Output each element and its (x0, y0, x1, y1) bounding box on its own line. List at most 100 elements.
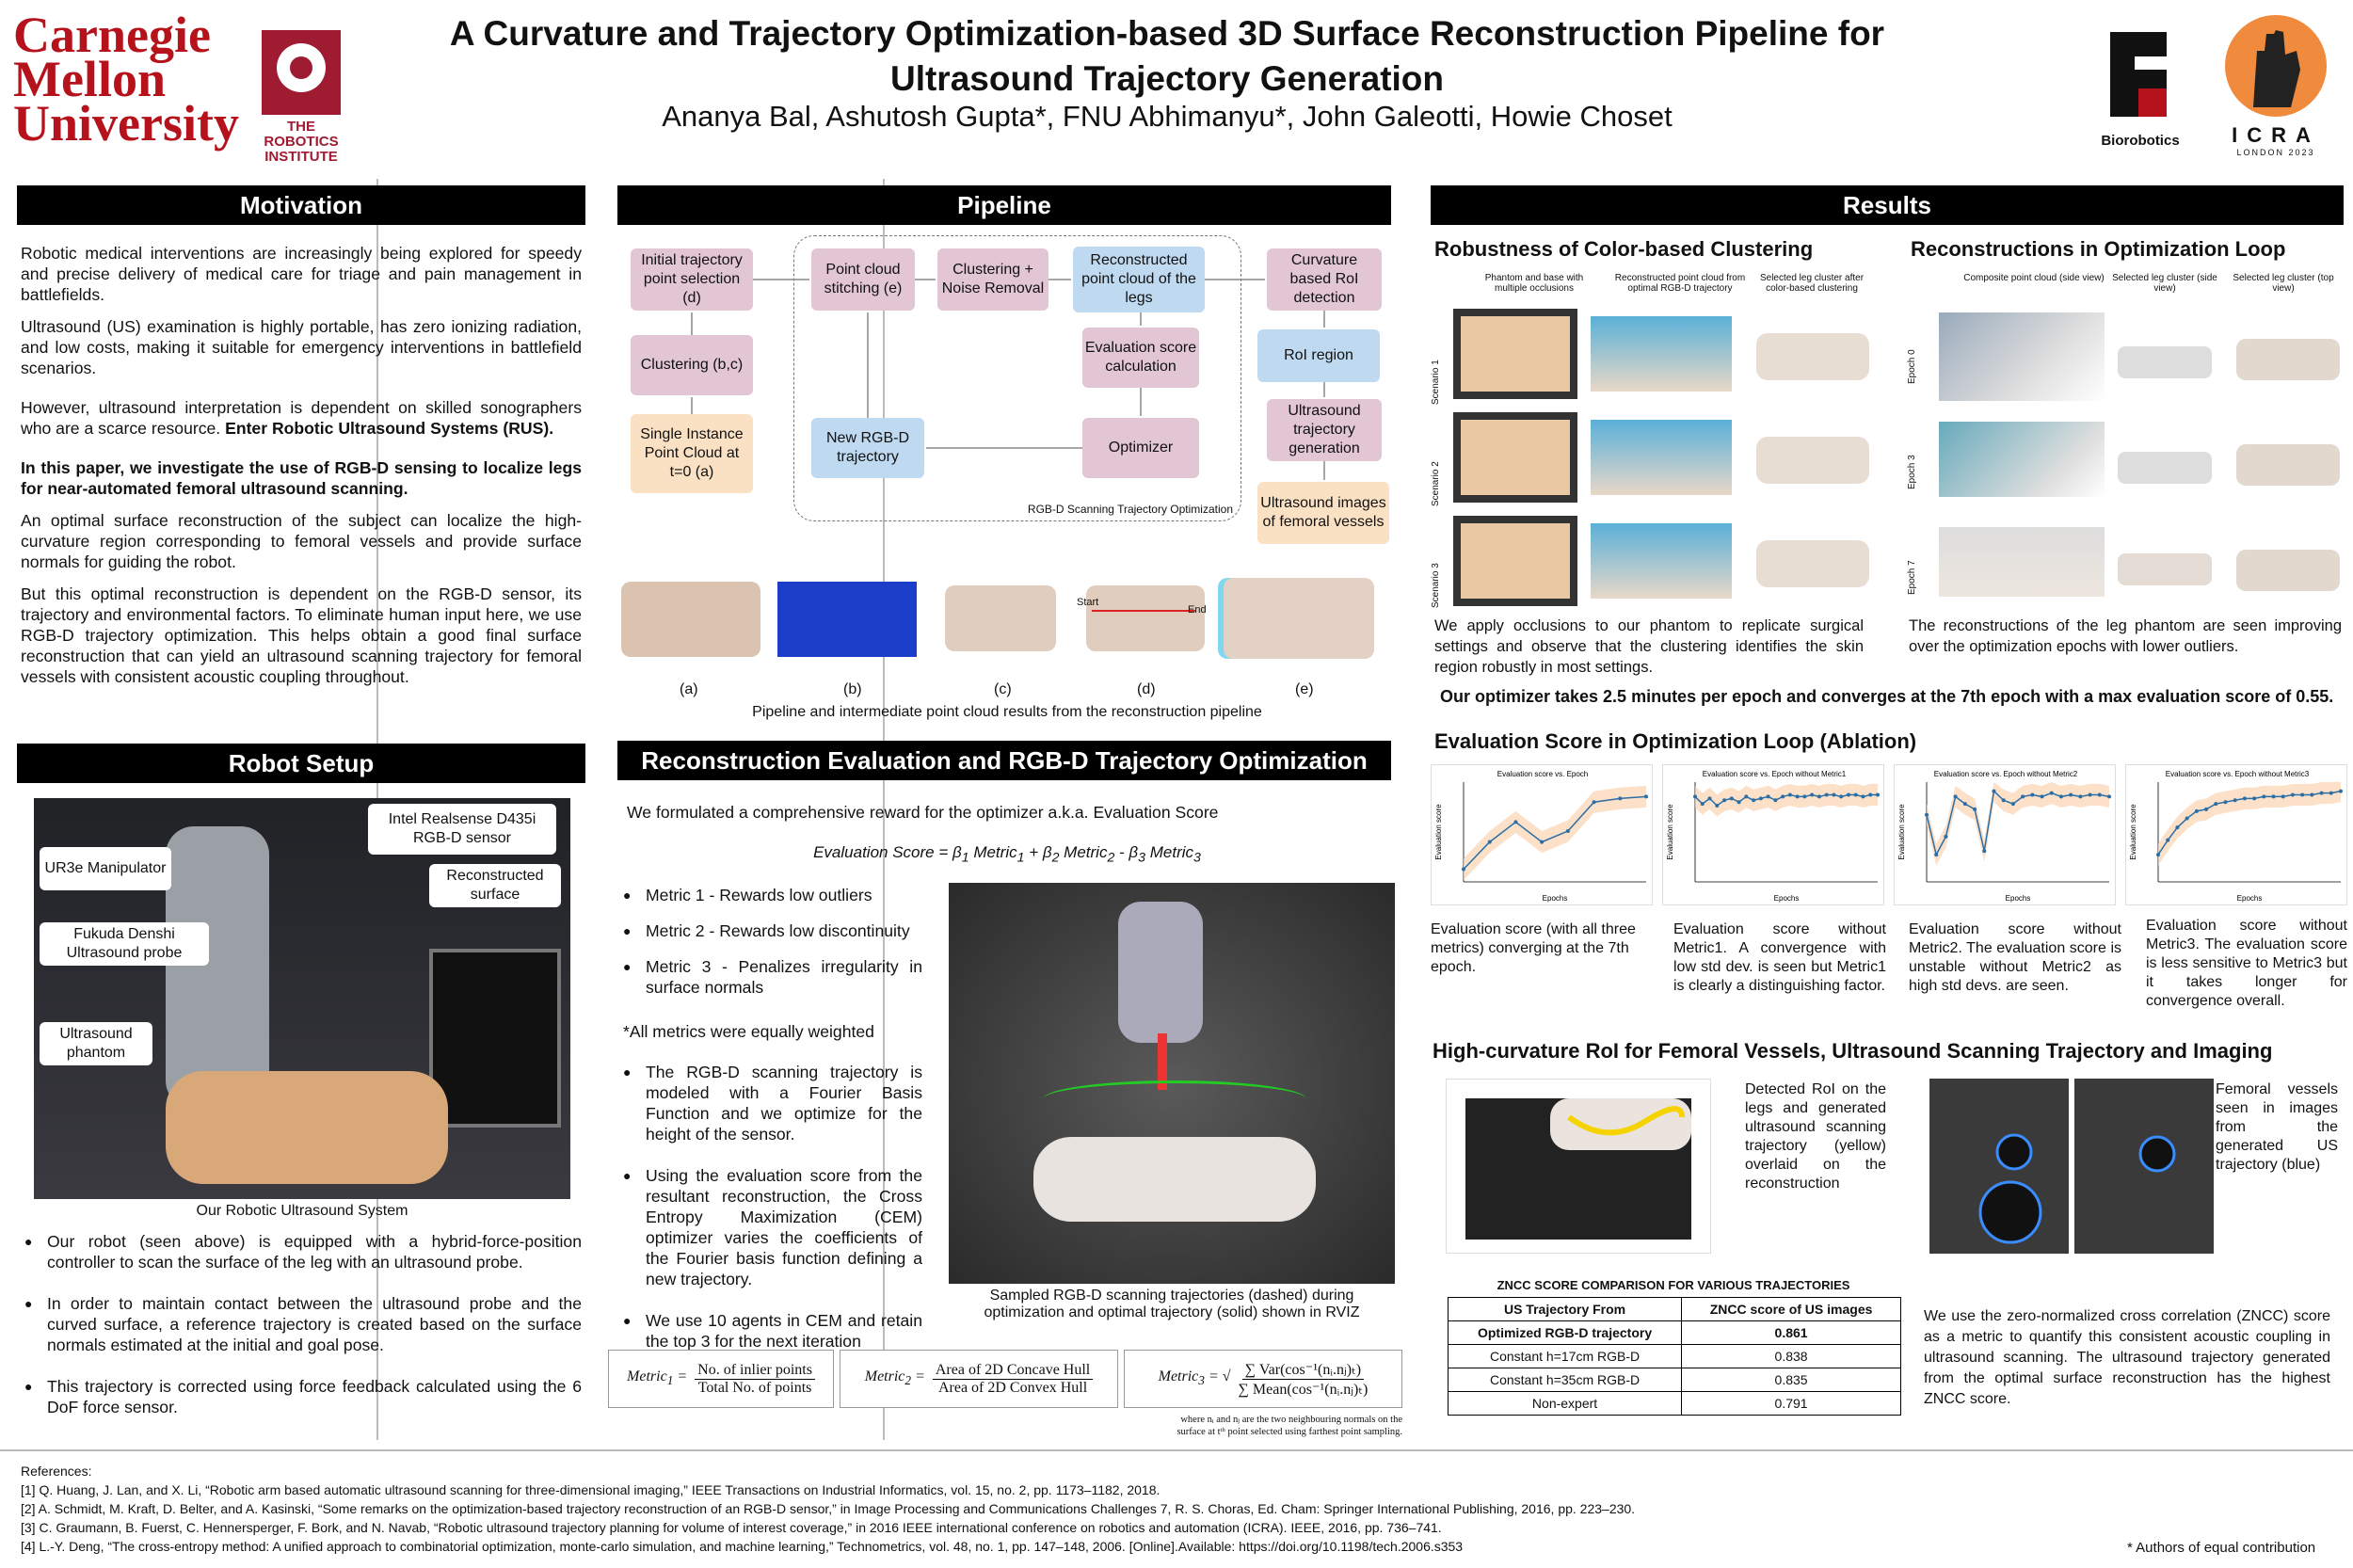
robot-caption: Our Robotic Ultrasound System (196, 1203, 408, 1219)
data-point (1787, 792, 1792, 797)
references: References: [1] Q. Huang, J. Lan, and X.… (21, 1462, 1903, 1556)
leg-cluster (1756, 437, 1869, 484)
col-head: Selected leg cluster (side view) (2112, 273, 2217, 294)
optimizer-statement: Our optimizer takes 2.5 minutes per epoc… (1440, 687, 2334, 706)
ablation-caption-1: Evaluation score (with all three metrics… (1431, 921, 1636, 975)
data-point (2194, 808, 2199, 813)
poster-title: A Curvature and Trajectory Optimization-… (449, 14, 1885, 98)
roi-image (1446, 1079, 1711, 1254)
vessel-markers (1978, 1133, 2042, 1244)
cluster-top (2236, 339, 2340, 380)
cluster-top (2236, 550, 2340, 591)
label-phantom: Ultrasound phantom (40, 1022, 152, 1065)
x-label: Epochs (2006, 894, 2031, 903)
data-point (1592, 800, 1596, 805)
chart-title: Evaluation score vs. Epoch without Metri… (1934, 770, 2078, 778)
cluster-top (2236, 444, 2340, 486)
row-label: Scenario 1 (1431, 360, 1441, 405)
data-point (2281, 794, 2285, 799)
equal-contribution: * Authors of equal contribution (2127, 1540, 2316, 1556)
data-point (2010, 802, 2015, 807)
data-point (1758, 796, 1763, 801)
robot-bullet: In order to maintain contact between the… (24, 1293, 582, 1355)
cem-bullets: The RGB-D scanning trajectory is modeled… (623, 1062, 922, 1367)
robot-photo: Intel Realsense D435i RGB-D sensor UR3e … (34, 798, 570, 1199)
box-us-images: Ultrasound images of femoral vessels (1257, 482, 1389, 544)
label-c: (c) (994, 681, 1012, 697)
box-optimizer: Optimizer (1082, 418, 1199, 478)
divider-2 (883, 179, 885, 1440)
loop-text: The reconstructions of the leg phantom a… (1909, 617, 2342, 655)
label-d: (d) (1137, 681, 1156, 697)
vessel-text: Femoral vessels seen in images from the … (2216, 1081, 2338, 1173)
x-label: Epochs (1774, 894, 1800, 903)
data-point (1729, 796, 1734, 801)
data-point (2058, 794, 2063, 799)
data-point (2271, 794, 2276, 799)
reference-item: [1] Q. Huang, J. Lan, and X. Li, “Roboti… (21, 1482, 1160, 1497)
data-point (1953, 794, 1958, 799)
data-point (2040, 794, 2044, 799)
zncc-title: ZNCC SCORE COMPARISON FOR VARIOUS TRAJEC… (1497, 1278, 1850, 1292)
data-point (1722, 798, 1727, 803)
metric-bullet: Metric 2 - Rewards low discontinuity (623, 920, 922, 941)
scenario-photo (1453, 309, 1577, 399)
leg-cluster (1756, 333, 1869, 380)
pipeline-header: Pipeline (617, 185, 1391, 225)
zncc-cell: Constant h=35cm RGB-D (1447, 1368, 1683, 1392)
data-point (2088, 792, 2092, 797)
motivation-p3: However, ultrasound interpretation is de… (21, 398, 582, 438)
motivation-header: Motivation (17, 185, 585, 225)
robotics-institute-logo: THE ROBOTICS INSTITUTE (252, 21, 350, 165)
pc-c (945, 585, 1056, 651)
leg-cluster (1756, 540, 1869, 587)
data-point (1861, 794, 1865, 799)
metric3-footnote: where nᵢ and nⱼ are the two neighbouring… (1176, 1415, 1402, 1437)
x-label: Epochs (1543, 894, 1568, 903)
x-label: Epochs (2237, 894, 2263, 903)
start-label: Start (1077, 597, 1099, 608)
data-point (1832, 792, 1836, 797)
vessel-markers (2138, 1135, 2176, 1173)
data-point (1693, 794, 1697, 799)
zncc-cell: Non-expert (1447, 1391, 1683, 1416)
icra-label: ICRA (2232, 123, 2320, 147)
clustering-title: Robustness of Color-based Clustering (1434, 237, 1814, 261)
recon-header: Reconstruction Evaluation and RGB-D Traj… (617, 741, 1391, 780)
data-point (2310, 792, 2314, 797)
ri-label: THE ROBOTICS INSTITUTE (264, 119, 339, 165)
robot-bullet: Our robot (seen above) is equipped with … (24, 1231, 582, 1272)
data-point (1737, 800, 1741, 805)
pc-a (621, 582, 760, 657)
us-image-1 (1929, 1079, 2069, 1254)
data-point (1752, 798, 1756, 803)
pipeline-images: Start End (621, 576, 1393, 680)
references-title: References: (21, 1464, 92, 1479)
ablation-caption-2: Evaluation score without Metric1. A conv… (1673, 921, 1886, 994)
data-point (1853, 792, 1858, 797)
recon-pc (1591, 420, 1732, 495)
scenario-photo (1453, 412, 1577, 503)
ablation-chart-1: Evaluation score vs. EpochEpochsEvaluati… (1431, 764, 1653, 905)
data-point (1487, 840, 1492, 844)
data-point (1925, 812, 1929, 817)
metric-bullets: Metric 1 - Rewards low outliers Metric 2… (623, 885, 922, 1013)
us-image-2 (2074, 1079, 2214, 1254)
reference-item: [3] C. Graumann, B. Fuerst, C. Hennerspe… (21, 1520, 1442, 1535)
metric3-formula: Metric3 = √ ∑ Var(cos⁻¹(nᵢ.nⱼ)ₜ)∑ Mean(c… (1124, 1350, 1402, 1408)
ablation-chart-4: Evaluation score vs. Epoch without Metri… (2125, 764, 2347, 905)
metric-bullet: Metric 1 - Rewards low outliers (623, 885, 922, 905)
label-a: (a) (680, 681, 698, 697)
zncc-head: ZNCC score of US images (1681, 1297, 1901, 1321)
std-band (1927, 782, 2109, 866)
zncc-cell: 0.838 (1681, 1344, 1901, 1368)
data-point (1795, 794, 1800, 799)
loop-label: RGB-D Scanning Trajectory Optimization (1027, 503, 1233, 516)
box-reconstructed: Reconstructed point cloud of the legs (1073, 247, 1205, 312)
data-point (2078, 794, 2083, 799)
data-point (2319, 791, 2324, 795)
label-sensor: Intel Realsense D435i RGB-D sensor (368, 804, 556, 855)
motivation-body: Robotic medical interventions are increa… (21, 243, 582, 698)
box-new-traj: New RGB-D trajectory (811, 418, 924, 478)
